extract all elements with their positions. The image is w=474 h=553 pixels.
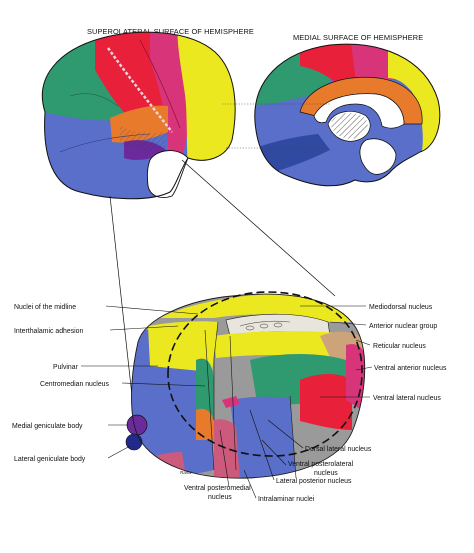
dorsal-surface-yellow [160,294,356,322]
medial-thalamus-hatch [330,112,368,139]
medial-title: MEDIAL SURFACE OF HEMISPHERE [293,33,423,42]
label-nuclei-midline: Nuclei of the midline [14,304,76,311]
lateral-geniculate-shape [125,433,143,451]
medial-hemisphere [254,43,441,187]
vpm-region [214,419,240,479]
label-medial-geniculate: Medial geniculate body [12,423,83,430]
dorsal-lateral-magenta [222,396,240,408]
label-ventral-lateral: Ventral lateral nucleus [373,395,441,402]
label-mediodorsal: Mediodorsal nucleus [369,304,433,311]
centromedian-green-region [196,358,214,422]
label-dorsal-lateral: Dorsal lateral nucleus [305,446,372,453]
medial-geniculate-shape [126,414,148,436]
label-vpl-line1: Ventral posterolateral [288,461,354,468]
lateral-yellow-region [177,32,236,170]
geniculate-rose-region [131,452,188,479]
anterior-group-region [346,344,365,410]
label-anterior-group: Anterior nuclear group [369,323,437,330]
lateral-hemisphere [41,31,236,200]
artist-signature: Ranw [180,470,192,475]
thalamus-model: Ranw [125,291,366,479]
label-pulvinar: Pulvinar [53,364,79,371]
leader-lines [81,305,373,499]
label-centromedian: Centromedian nucleus [40,381,110,388]
vpl-region [230,396,296,479]
label-lateral-posterior: Lateral posterior nucleus [276,478,352,485]
ventral-lateral-region [300,374,352,433]
label-interthalamic-adhesion: Interthalamic adhesion [14,328,83,335]
label-ventral-anterior: Ventral anterior nucleus [374,365,447,372]
projection-line-right [181,159,336,297]
superolateral-title: SUPEROLATERAL SURFACE OF HEMISPHERE [87,27,254,36]
label-reticular: Reticular nucleus [373,343,426,350]
label-vpl-line2: nucleus [314,470,338,477]
mediodorsal-region [214,330,352,362]
label-vpm-line1: Ventral posteromedial [184,485,251,492]
centromedian-orange-region [196,408,214,440]
label-vpm-line2: nucleus [208,494,232,501]
label-intralaminar: Intralaminar nuclei [258,496,315,503]
label-lateral-geniculate: Lateral geniculate body [14,456,86,463]
dashed-ellipse [167,291,363,457]
